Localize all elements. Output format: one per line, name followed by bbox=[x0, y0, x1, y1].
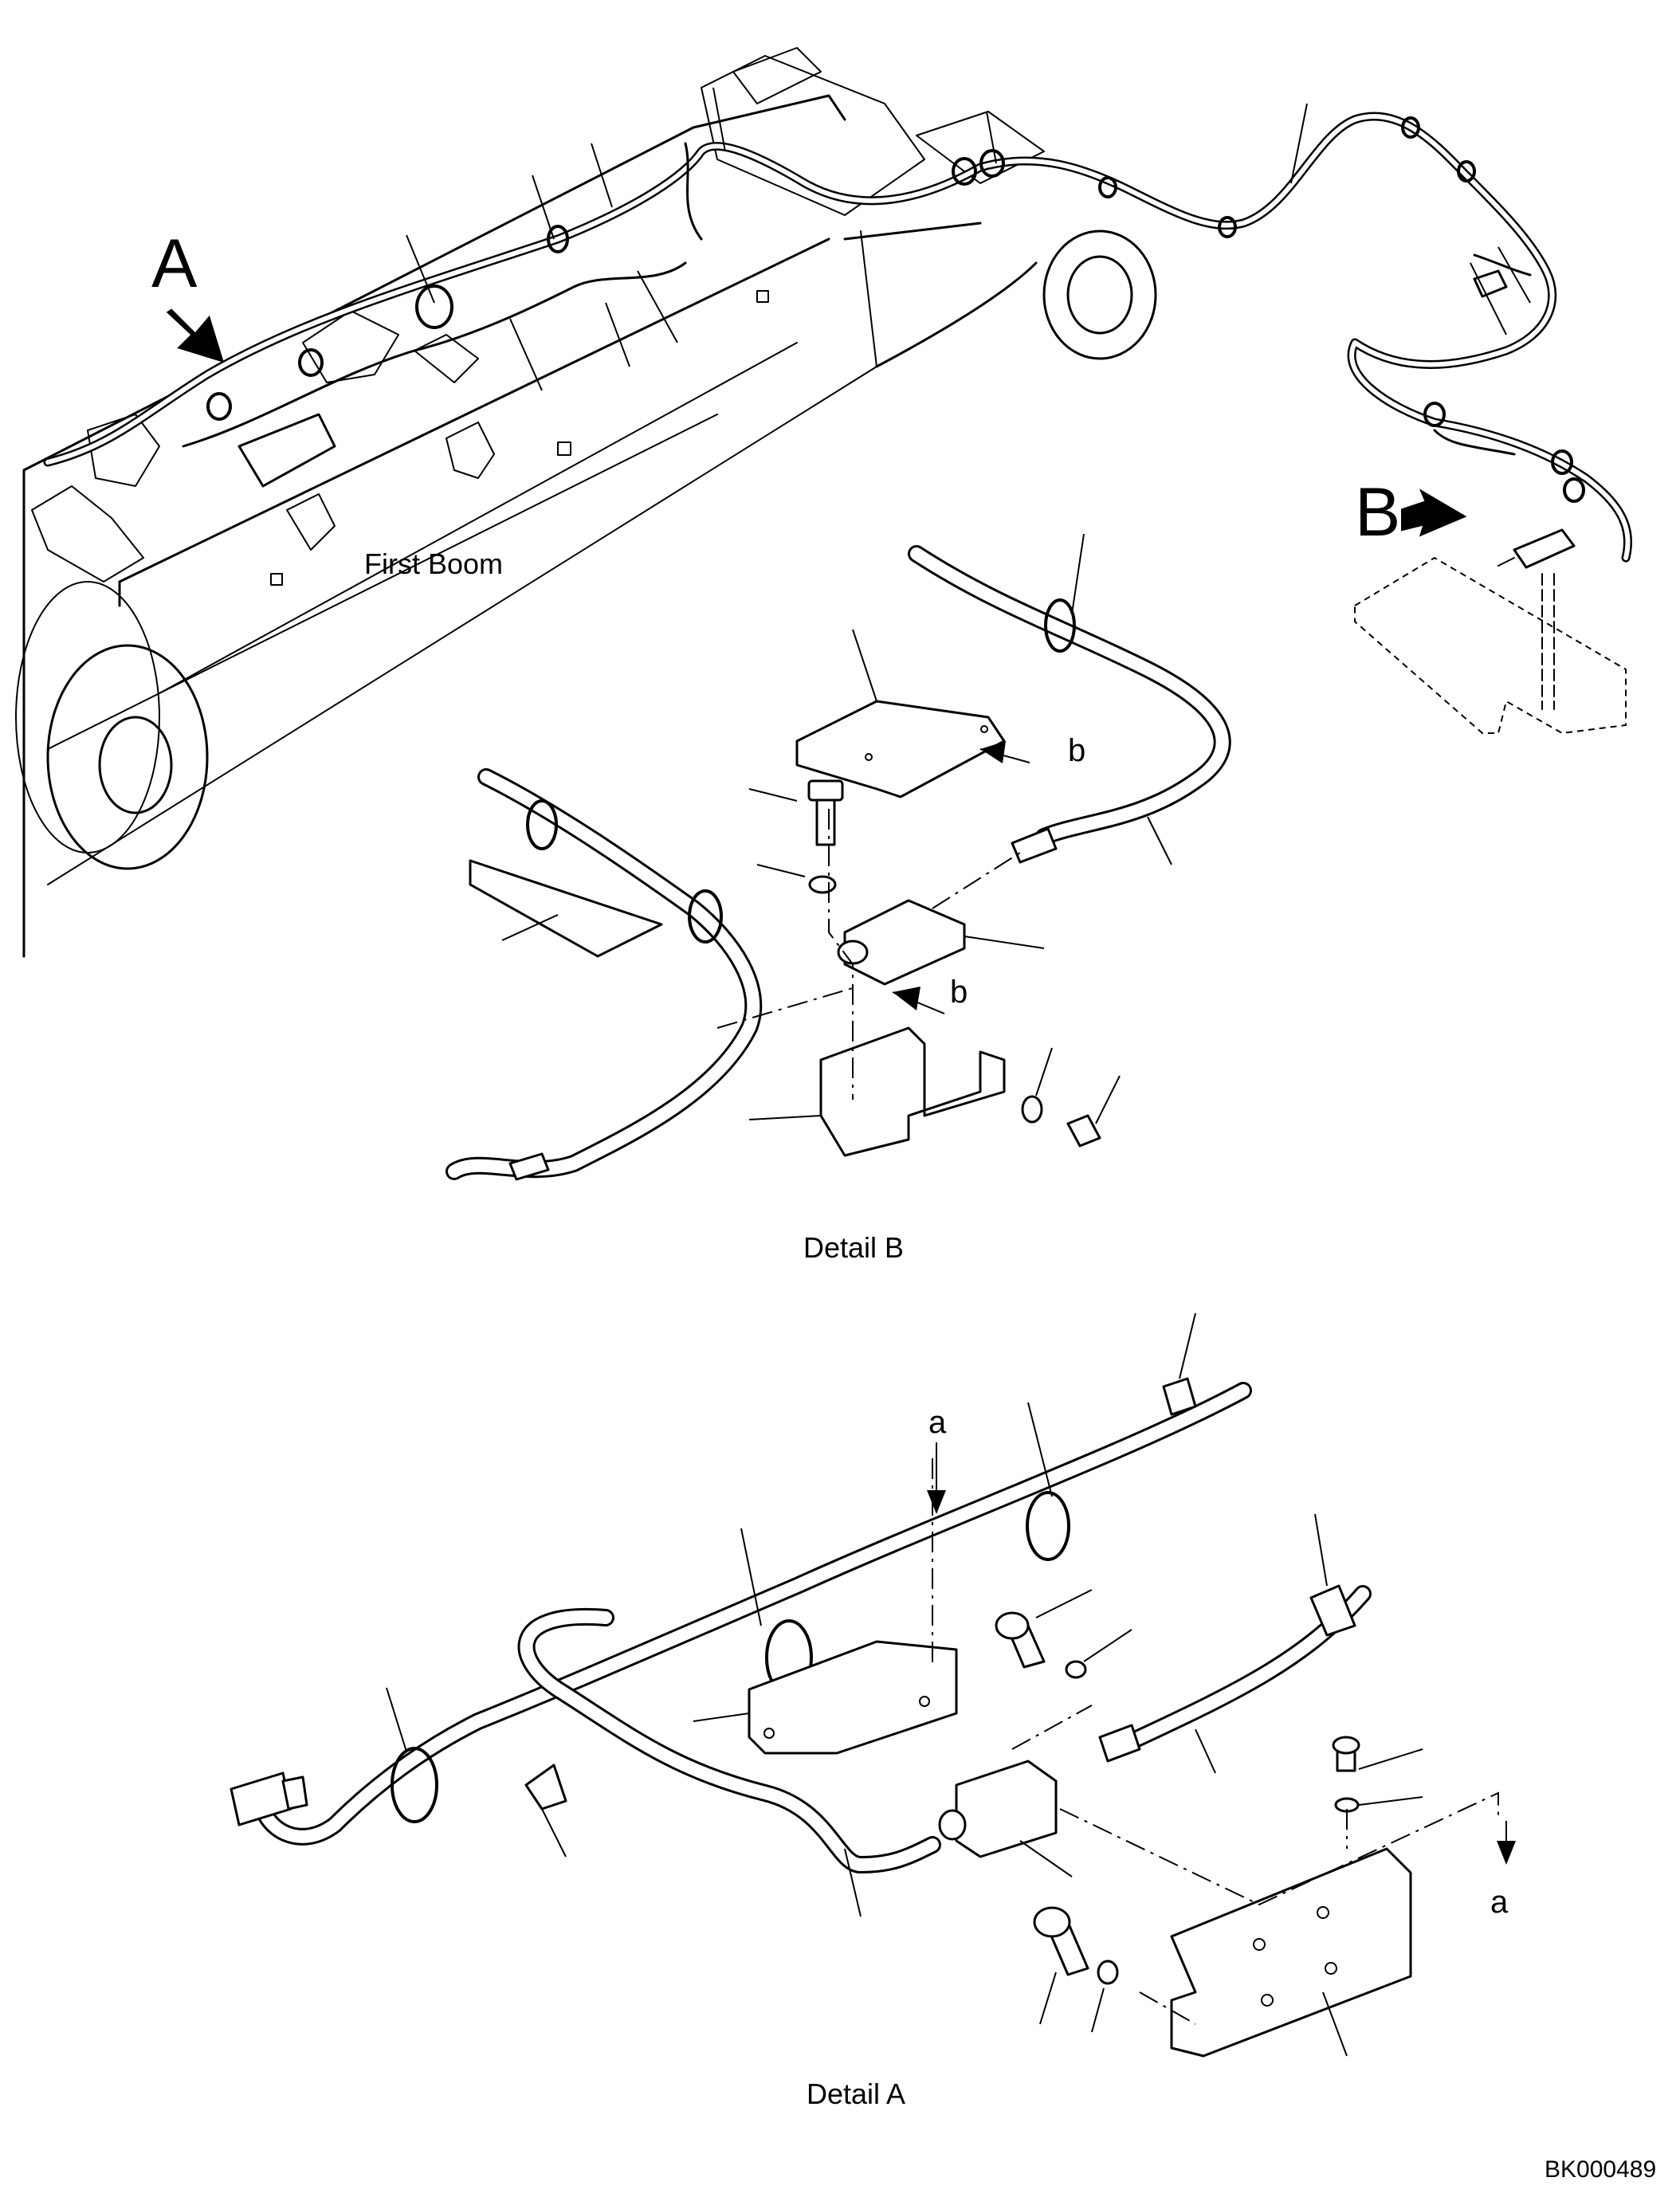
callout-a-label: A bbox=[151, 226, 198, 302]
first-boom-label: First Boom bbox=[364, 547, 503, 580]
ref-a-top-label: a bbox=[928, 1405, 947, 1440]
detail-b-bracket bbox=[748, 1026, 1121, 1157]
first-boom-body bbox=[15, 47, 1157, 958]
detail-a-right-hose bbox=[1098, 1513, 1372, 1774]
detail-b-left-hose bbox=[446, 768, 763, 1181]
detail-a-loop-hose bbox=[517, 1607, 941, 1917]
ref-a-bottom-label: a bbox=[1490, 1885, 1509, 1920]
detail-a-mounting-plate bbox=[1170, 1847, 1412, 2058]
boom-overview: A B First Boom bbox=[15, 47, 1633, 958]
detail-a-sensor bbox=[938, 1760, 1073, 1877]
detail-a: a a Detail A bbox=[230, 1312, 1516, 2110]
detail-b-right-hose bbox=[908, 533, 1231, 865]
ref-a-top-arrowhead bbox=[927, 1490, 946, 1514]
ref-b-bottom-label: b bbox=[950, 975, 968, 1010]
ref-b-bottom-arrowhead bbox=[893, 987, 920, 1010]
callout-b-arrow bbox=[1401, 488, 1467, 537]
detail-b: b b Detail B bbox=[446, 533, 1231, 1264]
drawing-number: BK000489 bbox=[1545, 2156, 1656, 2183]
detail-b-centerline-2 bbox=[716, 987, 854, 1029]
detail-a-centerline-2 bbox=[1011, 1705, 1093, 1750]
detail-a-caption: Detail A bbox=[807, 2077, 905, 2110]
detail-a-bolt-bottom bbox=[1033, 1906, 1119, 2033]
detail-a-bracket bbox=[693, 1640, 958, 1755]
callout-b-label: B bbox=[1355, 474, 1400, 551]
boom-leaders bbox=[406, 87, 1531, 391]
detail-b-sensor-body bbox=[837, 899, 1045, 986]
boom-harness bbox=[43, 112, 1633, 735]
detail-b-centerline bbox=[828, 809, 854, 1100]
detail-a-centerline-5 bbox=[1139, 1991, 1196, 2025]
detail-b-bolt bbox=[748, 779, 844, 894]
ref-b-top-label: b bbox=[1068, 733, 1085, 768]
detail-a-centerline-3 bbox=[1059, 1791, 1499, 1906]
detail-b-caption: Detail B bbox=[803, 1231, 904, 1264]
detail-a-main-hose bbox=[254, 1312, 1252, 1846]
detail-b-cover-plate bbox=[795, 629, 1006, 798]
callout-a-arrow bbox=[166, 308, 225, 363]
detail-a-bolt-top bbox=[995, 1589, 1132, 1679]
detail-a-bolt-right bbox=[1332, 1736, 1423, 1813]
ref-a-bottom-arrowhead bbox=[1497, 1841, 1516, 1865]
ref-b-top-arrowhead bbox=[980, 741, 1006, 763]
detail-b-centerline-3 bbox=[932, 852, 1021, 909]
detail-a-connector bbox=[230, 1771, 308, 1826]
